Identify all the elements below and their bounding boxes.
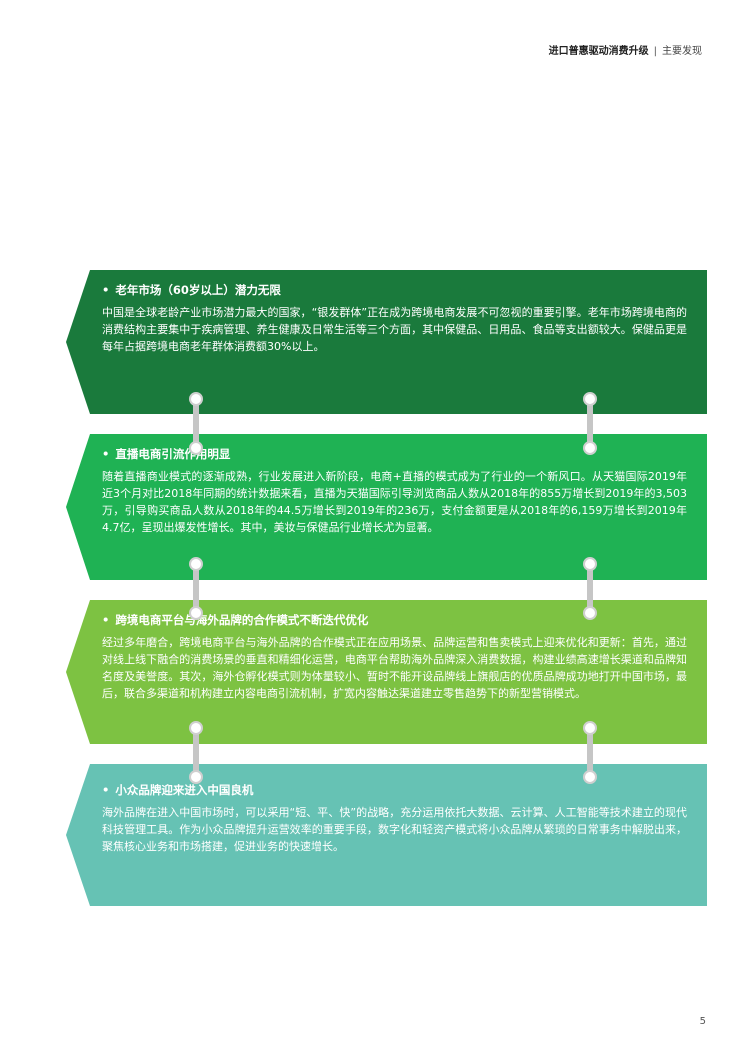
card-title-text: 小众品牌迎来进入中国良机	[115, 783, 254, 797]
card-body: 中国是全球老龄产业市场潜力最大的国家，“银发群体”正在成为跨境电商发展不可忽视的…	[102, 306, 687, 353]
chain-connector-icon	[583, 557, 597, 620]
header-separator: |	[653, 46, 657, 57]
chain-connector-icon	[189, 392, 203, 455]
bullet-icon: •	[102, 283, 110, 297]
card-title: • 跨境电商平台与海外品牌的合作模式不断迭代优化	[102, 612, 697, 628]
bullet-icon: •	[102, 613, 110, 627]
chain-connector-icon	[189, 557, 203, 620]
running-header: 进口普惠驱动消费升级 | 主要发现	[549, 42, 702, 57]
report-title: 进口普惠驱动消费升级	[548, 46, 649, 57]
finding-card-livestream: • 直播电商引流作用明显 随着直播商业模式的逐渐成熟，行业发展进入新阶段，电商+直…	[66, 434, 707, 580]
card-body: 经过多年磨合，跨境电商平台与海外品牌的合作模式正在应用场景、品牌运营和售卖模式上…	[102, 636, 687, 700]
card-body: 海外品牌在进入中国市场时，可以采用“短、平、快”的战略，充分运用依托大数据、云计…	[102, 806, 687, 853]
finding-card-brand-cooperation: • 跨境电商平台与海外品牌的合作模式不断迭代优化 经过多年磨合，跨境电商平台与海外…	[66, 600, 707, 744]
card-body: 随着直播商业模式的逐渐成熟，行业发展进入新阶段，电商+直播的模式成为了行业的一个…	[102, 470, 687, 534]
card-title-text: 跨境电商平台与海外品牌的合作模式不断迭代优化	[115, 613, 369, 627]
card-title-text: 老年市场（60岁以上）潜力无限	[115, 283, 281, 297]
card-title-text: 直播电商引流作用明显	[115, 447, 231, 461]
card-title: • 老年市场（60岁以上）潜力无限	[102, 282, 697, 298]
bullet-icon: •	[102, 447, 110, 461]
chain-connector-icon	[583, 392, 597, 455]
finding-card-elderly-market: • 老年市场（60岁以上）潜力无限 中国是全球老龄产业市场潜力最大的国家，“银发群…	[66, 270, 707, 414]
finding-card-niche-brands: • 小众品牌迎来进入中国良机 海外品牌在进入中国市场时，可以采用“短、平、快”的战…	[66, 764, 707, 906]
chain-connector-icon	[189, 721, 203, 784]
chain-connector-icon	[583, 721, 597, 784]
bullet-icon: •	[102, 783, 110, 797]
section-name: 主要发现	[662, 46, 702, 57]
page-number: 5	[699, 1016, 706, 1027]
card-title: • 小众品牌迎来进入中国良机	[102, 782, 697, 798]
